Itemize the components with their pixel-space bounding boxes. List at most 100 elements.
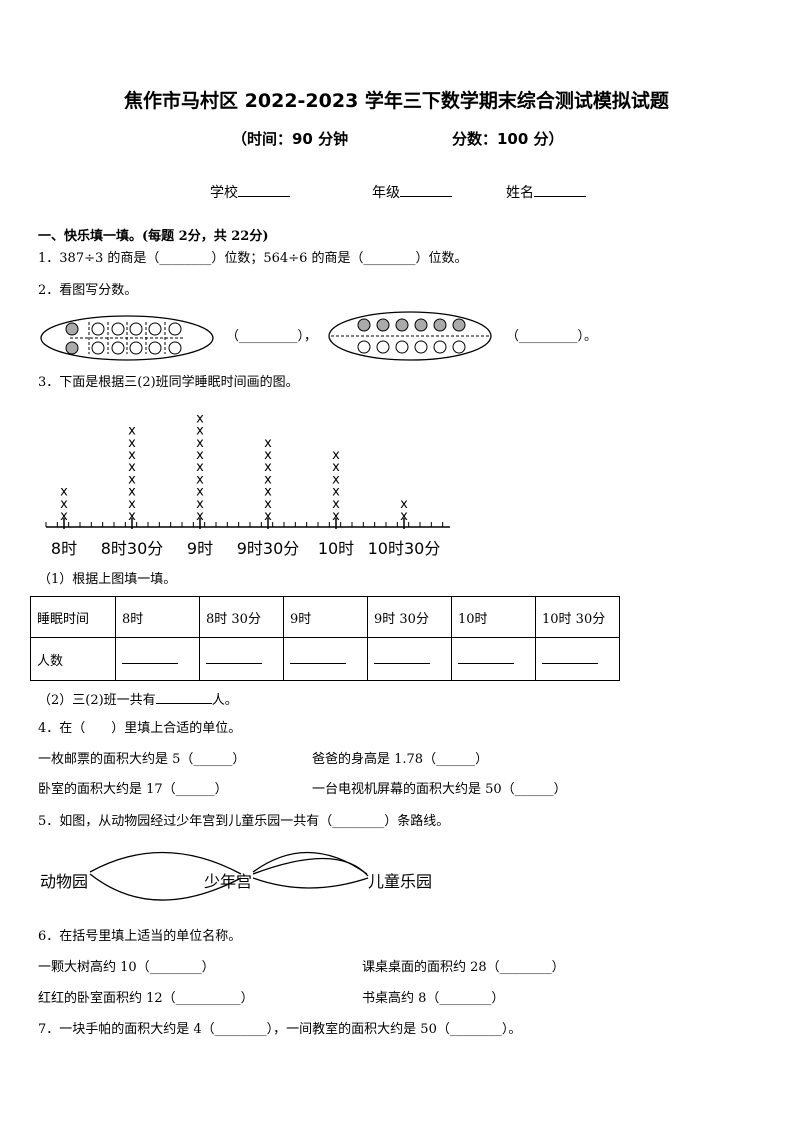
question-4-b[interactable]: 爸爸的身高是 1.78（______）: [312, 752, 489, 767]
table-header-time: 8时: [115, 596, 200, 638]
chart-x-mark: x: [60, 509, 68, 524]
question-2-blank-2[interactable]: （_________）。: [506, 329, 598, 344]
fraction-figure-2: [328, 311, 492, 361]
name-label: 姓名: [506, 185, 534, 201]
table-cell-blank[interactable]: [451, 637, 536, 681]
question-6-b[interactable]: 课桌桌面的面积约 28（________）: [362, 960, 565, 975]
question-4: 4．在（ ）里填上合适的单位。: [38, 721, 242, 736]
chart-x-mark: x: [196, 436, 204, 451]
chart-x-mark: x: [264, 436, 272, 451]
table-row: 人数: [30, 637, 620, 681]
table-cell-blank[interactable]: [115, 637, 200, 681]
chart-x-mark: x: [128, 497, 136, 512]
table-header-time: 9时 30分: [367, 596, 452, 638]
chart-x-mark: x: [196, 424, 204, 439]
school-label: 学校: [210, 185, 238, 201]
chart-x-mark: x: [60, 497, 68, 512]
table-cell-blank[interactable]: [283, 637, 368, 681]
chart-tick-label: 9时30分: [237, 539, 300, 558]
table-row: 睡眠时间 8时 8时 30分 9时 9时 30分 10时 10时 30分: [30, 596, 620, 638]
chart-x-mark: x: [264, 460, 272, 475]
place-zoo: 动物园: [40, 872, 89, 891]
sub-2-prefix: （2）三(2)班一共有: [38, 693, 156, 708]
chart-x-mark: x: [60, 485, 68, 500]
table-header-time: 10时 30分: [535, 596, 620, 638]
school-blank[interactable]: [238, 182, 290, 197]
chart-x-mark: x: [264, 509, 272, 524]
question-3-sub-1: （1）根据上图填一填。: [38, 572, 177, 587]
question-4-c[interactable]: 卧室的面积大约是 17（______）: [38, 782, 228, 797]
chart-x-mark: x: [264, 472, 272, 487]
question-6: 6．在括号里填上适当的单位名称。: [38, 929, 242, 944]
chart-x-mark: x: [332, 509, 340, 524]
chart-tick-label: 10时30分: [368, 539, 441, 558]
question-2-blank-1[interactable]: （_________），: [226, 329, 318, 344]
chart-x-mark: x: [400, 509, 408, 524]
chart-x-mark: x: [196, 509, 204, 524]
chart-tick-label: 10时: [318, 539, 354, 558]
fraction-figure-1: [40, 315, 214, 361]
chart-x-mark: x: [332, 485, 340, 500]
question-4-a[interactable]: 一枚邮票的面积大约是 5（______）: [38, 752, 246, 767]
question-6-c[interactable]: 红红的卧室面积约 12（__________）: [38, 991, 254, 1006]
sub-2-blank[interactable]: [155, 690, 212, 704]
exam-score: 分数：100 分）: [452, 130, 564, 148]
chart-x-mark: x: [332, 497, 340, 512]
chart-tick-label: 8时: [51, 539, 77, 558]
chart-x-mark: x: [332, 460, 340, 475]
chart-x-mark: x: [128, 509, 136, 524]
question-6-a[interactable]: 一颗大树高约 10（________）: [38, 960, 215, 975]
chart-x-mark: x: [128, 436, 136, 451]
chart-x-mark: x: [264, 485, 272, 500]
chart-x-mark: x: [332, 472, 340, 487]
chart-x-mark: x: [264, 448, 272, 463]
chart-x-mark: x: [196, 485, 204, 500]
sub-2-suffix: 人。: [211, 693, 238, 708]
chart-tick-label: 9时: [187, 539, 213, 558]
question-4-d[interactable]: 一台电视机屏幕的面积大约是 50（______）: [312, 782, 567, 797]
chart-x-mark: x: [128, 448, 136, 463]
table-header-time: 10时: [451, 596, 536, 638]
exam-time: （时间：90 分钟: [232, 130, 349, 148]
question-3: 3．下面是根据三(2)班同学睡眠时间画的图。: [38, 375, 299, 390]
table-header-time: 9时: [283, 596, 368, 638]
question-7[interactable]: 7．一块手帕的面积大约是 4（________），一间教室的面积大约是 50（_…: [38, 1022, 522, 1037]
chart-x-mark: x: [264, 497, 272, 512]
question-5: 5．如图，从动物园经过少年宫到儿童乐园一共有（________）条路线。: [38, 814, 450, 829]
name-field[interactable]: 姓名: [506, 182, 586, 202]
table-header-label: 睡眠时间: [30, 596, 116, 638]
chart-x-mark: x: [128, 485, 136, 500]
chart-x-mark: x: [400, 497, 408, 512]
chart-minor-ticks: [45, 522, 444, 527]
school-field[interactable]: 学校: [210, 182, 290, 202]
sleep-table: 睡眠时间 8时 8时 30分 9时 9时 30分 10时 10时 30分 人数: [30, 596, 620, 681]
grade-label: 年级: [372, 185, 400, 201]
chart-x-mark: x: [196, 460, 204, 475]
chart-x-mark: x: [196, 497, 204, 512]
table-cell-blank[interactable]: [535, 637, 620, 681]
chart-x-mark: x: [128, 424, 136, 439]
section-heading: 一、快乐填一填。(每题 2分，共 22分): [38, 229, 269, 244]
chart-x-mark: x: [196, 411, 204, 426]
question-2: 2．看图写分数。: [38, 283, 138, 298]
chart-x-mark: x: [196, 472, 204, 487]
question-3-sub-2: （2）三(2)班一共有 人。: [38, 690, 238, 710]
grade-blank[interactable]: [400, 182, 452, 197]
route-diagram: [89, 851, 369, 901]
table-cell-blank[interactable]: [199, 637, 284, 681]
question-1: 1．387÷3 的商是（________）位数；564÷6 的商是（______…: [38, 251, 468, 266]
chart-x-mark: x: [128, 472, 136, 487]
name-blank[interactable]: [534, 182, 586, 197]
grade-field[interactable]: 年级: [372, 182, 452, 202]
question-6-d[interactable]: 书桌高约 8（________）: [362, 991, 505, 1006]
table-header-time: 8时 30分: [199, 596, 284, 638]
chart-x-mark: x: [196, 448, 204, 463]
place-youth-palace: 少年宫: [204, 872, 253, 891]
chart-x-mark: x: [128, 460, 136, 475]
table-cell-blank[interactable]: [367, 637, 452, 681]
place-amusement-park: 儿童乐园: [368, 872, 433, 891]
page-title: 焦作市马村区 2022-2023 学年三下数学期末综合测试模拟试题: [124, 90, 669, 112]
